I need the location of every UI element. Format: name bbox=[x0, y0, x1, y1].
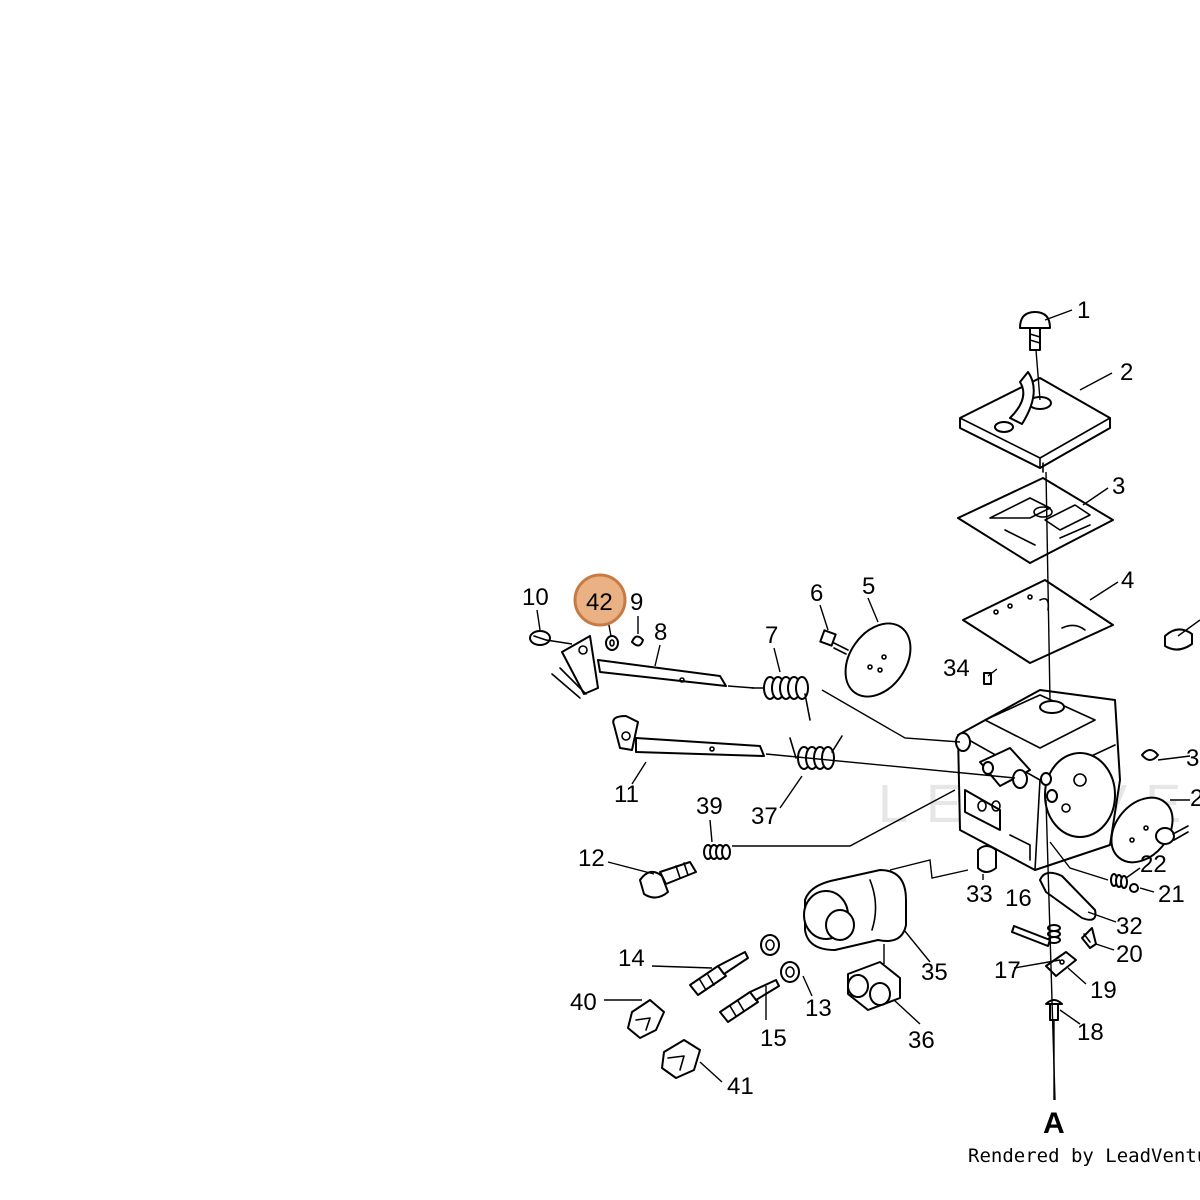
part-19-lever bbox=[1045, 951, 1077, 977]
callout-16[interactable]: 16 bbox=[1005, 885, 1032, 912]
callout-39[interactable]: 39 bbox=[696, 793, 723, 820]
callout-36[interactable]: 36 bbox=[908, 1027, 935, 1054]
callout-8[interactable]: 8 bbox=[654, 619, 667, 646]
part-2-cover bbox=[959, 371, 1111, 473]
callout-42-highlight[interactable] bbox=[573, 573, 627, 627]
leader-lines bbox=[536, 309, 1200, 1101]
reference-letter-a: A bbox=[1043, 1107, 1065, 1140]
part-35-boot bbox=[803, 869, 907, 951]
part-15-needle bbox=[719, 979, 780, 1023]
part-37-spring bbox=[789, 735, 843, 770]
callout-labels: 42 1 2 3 4 5 6 7 8 9 10 11 12 13 14 15 1… bbox=[522, 297, 1200, 1100]
part-right-screw bbox=[1155, 825, 1189, 845]
part-17-pin bbox=[1011, 925, 1051, 947]
callout-17[interactable]: 17 bbox=[994, 957, 1021, 984]
callout-21[interactable]: 21 bbox=[1158, 881, 1185, 908]
callout-9[interactable]: 9 bbox=[630, 589, 643, 616]
part-14-needle bbox=[689, 951, 749, 996]
callout-33[interactable]: 33 bbox=[966, 881, 993, 908]
part-11-choke-shaft bbox=[612, 715, 765, 757]
callout-7[interactable]: 7 bbox=[765, 622, 778, 649]
part-8-shaft bbox=[551, 635, 727, 699]
part-22-spring bbox=[1110, 873, 1128, 889]
part-2r-disc bbox=[1110, 796, 1174, 864]
callout-22[interactable]: 22 bbox=[1140, 851, 1167, 878]
callout-18[interactable]: 18 bbox=[1077, 1019, 1104, 1046]
part-36-boot bbox=[847, 961, 901, 1011]
part-39-spring bbox=[703, 844, 731, 860]
callout-1[interactable]: 1 bbox=[1077, 297, 1090, 324]
part-16-spring bbox=[1047, 924, 1061, 944]
callout-19[interactable]: 19 bbox=[1090, 977, 1117, 1004]
part-9-clip bbox=[631, 635, 644, 647]
callout-14[interactable]: 14 bbox=[618, 945, 645, 972]
part-20-valve bbox=[1081, 927, 1097, 949]
callout-3[interactable]: 3 bbox=[1112, 473, 1125, 500]
part-6-screw bbox=[819, 629, 849, 655]
callout-13[interactable]: 13 bbox=[805, 995, 832, 1022]
callout-10[interactable]: 10 bbox=[522, 584, 549, 611]
part-13-washers bbox=[760, 934, 800, 983]
callout-32[interactable]: 32 bbox=[1116, 913, 1143, 940]
callout-20[interactable]: 20 bbox=[1116, 941, 1143, 968]
part-12-screw bbox=[639, 861, 697, 899]
callout-42[interactable]: 42 bbox=[586, 589, 613, 616]
part-right-knob bbox=[1164, 628, 1193, 651]
callout-12[interactable]: 12 bbox=[578, 845, 605, 872]
callout-11[interactable]: 11 bbox=[614, 781, 639, 808]
callout-3-right[interactable]: 3 bbox=[1186, 745, 1199, 772]
part-21-ball bbox=[1129, 883, 1139, 893]
part-4-diaphragm bbox=[962, 579, 1114, 664]
part-42-washer bbox=[605, 635, 619, 651]
part-3r-clip bbox=[1141, 749, 1159, 761]
part-41-cap bbox=[661, 1039, 701, 1079]
callout-2-right[interactable]: 2 bbox=[1190, 785, 1200, 812]
callout-4[interactable]: 4 bbox=[1121, 567, 1134, 594]
part-5-disc bbox=[844, 622, 912, 698]
part-18-screw bbox=[1045, 999, 1063, 1021]
part-3-gasket bbox=[957, 477, 1114, 564]
callout-35[interactable]: 35 bbox=[921, 959, 948, 986]
callout-2[interactable]: 2 bbox=[1120, 359, 1133, 386]
callout-15[interactable]: 15 bbox=[760, 1025, 787, 1052]
part-34-pin bbox=[983, 672, 992, 685]
part-7-spring bbox=[751, 676, 811, 721]
callout-34[interactable]: 34 bbox=[943, 655, 970, 682]
callout-40[interactable]: 40 bbox=[570, 989, 597, 1016]
callout-37[interactable]: 37 bbox=[751, 803, 778, 830]
carburetor-body bbox=[955, 689, 1121, 871]
callout-6[interactable]: 6 bbox=[810, 580, 823, 607]
part-10-screw bbox=[529, 630, 551, 646]
callout-5[interactable]: 5 bbox=[862, 573, 875, 600]
part-1-screw bbox=[1019, 311, 1051, 351]
part-33-plug bbox=[977, 845, 997, 873]
render-credit: Rendered by LeadVenture, In bbox=[968, 1145, 1200, 1167]
part-40-cap bbox=[627, 999, 665, 1039]
part-32-gasket bbox=[1039, 871, 1097, 921]
callout-41[interactable]: 41 bbox=[727, 1073, 754, 1100]
